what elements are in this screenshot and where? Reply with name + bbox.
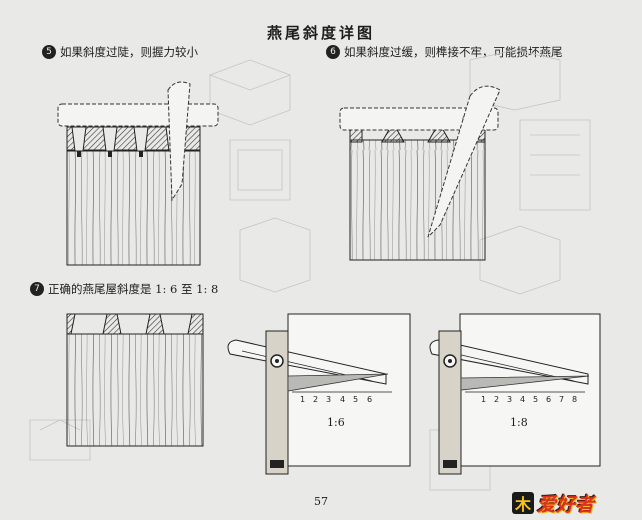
gauge-ratio-1-6 (227, 313, 411, 475)
page-title: 燕尾斜度详图 (266, 24, 375, 42)
figure-steep-dovetail (57, 81, 219, 266)
gauge-1-scale-number: 5 (353, 395, 358, 404)
figure-shallow-dovetail (339, 85, 501, 261)
figure-correct-dovetail (66, 313, 204, 447)
caption-5: 5 如果斜度过陡，则握力较小 (42, 44, 198, 60)
gauge-1-scale-number: 3 (326, 395, 331, 404)
gauge-2-scale-number: 2 (494, 395, 499, 404)
gauge-2-scale-number: 7 (559, 395, 564, 404)
gauge-2-scale-number: 6 (546, 395, 551, 404)
gauge-1-scale-number: 2 (313, 395, 318, 404)
logo-text: 爱好者 (537, 493, 595, 516)
gauge-2-ratio-label: 1:8 (510, 416, 528, 429)
caption-number: 5 (42, 45, 56, 59)
caption-number: 7 (30, 282, 44, 296)
gauge-2-scale-number: 4 (520, 395, 525, 404)
gauge-2-scale-number: 1 (481, 395, 486, 404)
caption-text: 如果斜度过缓，则榫接不牢，可能损坏燕尾 (344, 45, 563, 59)
watermark-logo: 木 爱好者 (512, 490, 632, 516)
gauge-2-scale-number: 5 (533, 395, 538, 404)
page-number: 57 (314, 495, 328, 508)
caption-text: 正确的燕尾屋斜度是 1: 6 至 1: 8 (48, 282, 219, 296)
caption-7: 7 正确的燕尾屋斜度是 1: 6 至 1: 8 (30, 281, 218, 297)
gauge-1-ratio-label: 1:6 (327, 416, 345, 429)
caption-6: 6 如果斜度过缓，则榫接不牢，可能损坏燕尾 (326, 44, 563, 60)
gauge-1-scale-number: 4 (340, 395, 345, 404)
gauge-2-scale-number: 8 (572, 395, 577, 404)
gauge-1-scale-number: 6 (367, 395, 372, 404)
gauge-ratio-1-8 (429, 313, 601, 475)
caption-text: 如果斜度过陡，则握力较小 (60, 45, 198, 59)
logo-icon: 木 (512, 492, 534, 514)
gauge-2-scale-number: 3 (507, 395, 512, 404)
caption-number: 6 (326, 45, 340, 59)
gauge-1-scale-number: 1 (300, 395, 305, 404)
